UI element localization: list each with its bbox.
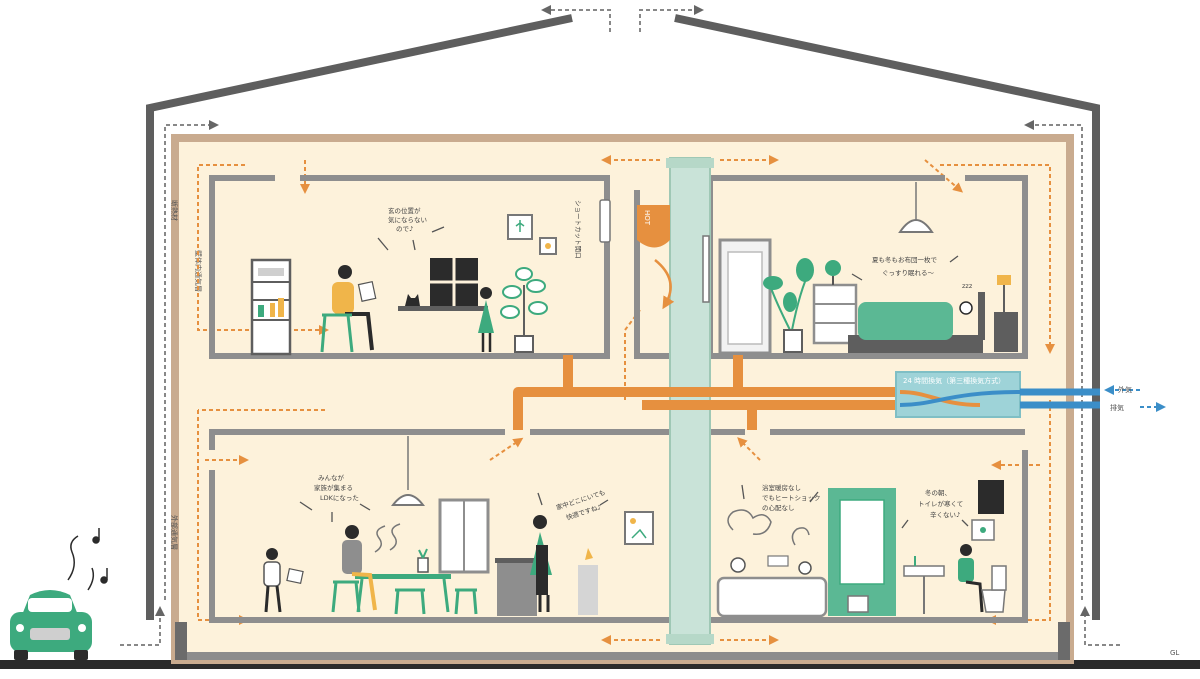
- washbasin: [903, 556, 945, 614]
- exhaust-label: 排気: [1110, 403, 1124, 412]
- car: [10, 590, 92, 660]
- insulation-label: 断熱材: [170, 200, 179, 221]
- music-notes: [67, 528, 108, 591]
- toilet-person: [958, 544, 1007, 613]
- svg-text:みんなが: みんなが: [318, 473, 345, 482]
- svg-text:でもヒートショック: でもヒートショック: [762, 494, 821, 502]
- woman-figure: [530, 515, 552, 612]
- speech-lower-bath: 浴室暖房なし でもヒートショック の心配なし: [741, 483, 821, 512]
- dresser: [812, 260, 858, 345]
- outdoor-arrows: [1104, 385, 1166, 412]
- wall-shelf: [398, 258, 488, 311]
- gl-label: GL: [1170, 649, 1179, 657]
- unit-exchange-lines: [899, 390, 1021, 407]
- orange-ducts: [513, 355, 900, 430]
- svg-text:浴室暖房なし: 浴室暖房なし: [762, 483, 801, 492]
- window: [438, 498, 490, 574]
- foundation-left: [175, 622, 187, 660]
- bedroom-door: [702, 235, 772, 355]
- svg-text:トイレが寒くて: トイレが寒くて: [918, 499, 963, 508]
- shortcut-label: ショートカット開口: [574, 200, 582, 259]
- speech-lower-toilet: 冬の朝、 トイレが寒くて 辛くない♪: [901, 488, 969, 529]
- kitchen-counter: [495, 548, 598, 616]
- vertical-duct-cap-top: [666, 158, 714, 168]
- globe: [825, 260, 841, 276]
- boy-figure: [263, 548, 304, 613]
- svg-text:玄の位置が: 玄の位置が: [388, 206, 421, 215]
- bed: [848, 292, 985, 353]
- hot-label: HOT: [643, 210, 651, 226]
- svg-text:辛くない♪: 辛くない♪: [930, 510, 960, 519]
- cat-figure: [405, 294, 420, 306]
- svg-text:家族が集まる: 家族が集まる: [314, 483, 353, 492]
- wall-frame-lower: [624, 511, 654, 545]
- side-labels: 断熱材 壁体内通気層 外部通気層: [170, 200, 203, 550]
- bath-tile-wall: [828, 488, 896, 616]
- foundation-right: [1058, 622, 1070, 660]
- speech-lower-left: みんなが 家族が集まる LDKになった: [299, 473, 371, 522]
- potted-tree: [500, 267, 548, 353]
- svg-text:冬の朝、: 冬の朝、: [925, 488, 951, 497]
- shortcut-opening: [599, 199, 611, 243]
- monstera-plant: [763, 258, 814, 353]
- outer-vent-flow: [120, 120, 1120, 646]
- wall-vent-label: 壁体内通気層: [194, 250, 203, 292]
- outer-vent-label: 外部通気層: [170, 515, 179, 550]
- outdoor-ducts: [1020, 388, 1100, 409]
- roof-exhaust-arrows: [541, 5, 704, 32]
- child-figure: [478, 287, 494, 352]
- hot-flow-arrow: [654, 259, 675, 310]
- svg-text:ぐっすり眠れる〜: ぐっすり眠れる〜: [882, 269, 935, 277]
- bookshelf: [250, 258, 292, 356]
- reading-person: [320, 265, 377, 353]
- hot-air-indicator: [637, 205, 670, 248]
- svg-text:気にならない: 気にならない: [388, 215, 427, 224]
- pendant-lamp-upper: [898, 182, 934, 233]
- room-walls: [209, 175, 1028, 623]
- ground-line: [0, 660, 1200, 669]
- outside-air-label: 外気: [1118, 385, 1132, 394]
- wall-art-lower-right: [971, 480, 1004, 541]
- floor-lamp: [994, 275, 1018, 352]
- svg-text:LDKになった: LDKになった: [320, 494, 359, 502]
- ventilation-unit-label: 24 時間換気（第三種換気方式）: [903, 376, 1005, 385]
- svg-text:ので♪: ので♪: [396, 225, 413, 233]
- svg-text:の心配なし: の心配なし: [762, 504, 795, 512]
- steam-swirls: [374, 523, 401, 553]
- wall-pictures: [507, 214, 557, 255]
- pendant-lamp-lower: [390, 436, 426, 506]
- outer-frame: [146, 14, 1100, 620]
- floor-slab: [187, 652, 1058, 660]
- svg-text:夏も冬もお布団一枚で: 夏も冬もお布団一枚で: [872, 255, 938, 264]
- speech-upper-right: 夏も冬もお布団一枚で ぐっすり眠れる〜 zzz: [851, 255, 973, 290]
- shortcut-opening-2: [702, 235, 710, 303]
- zzz-text: zzz: [962, 282, 973, 290]
- speech-upper-left: 玄の位置が 気にならない ので♪: [377, 206, 445, 251]
- bathtub: [716, 509, 828, 618]
- seated-person: [331, 525, 377, 613]
- vertical-duct-cap-bottom: [666, 634, 714, 644]
